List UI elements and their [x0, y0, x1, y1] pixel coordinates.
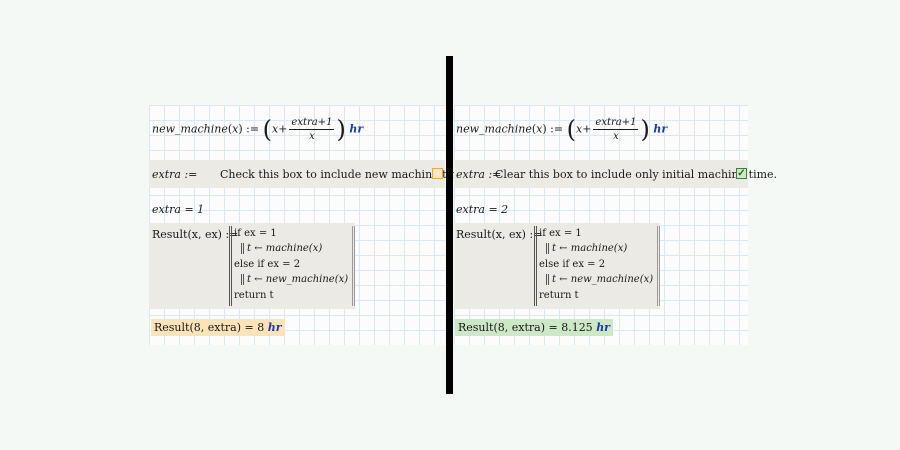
result-evaluation[interactable]: Result(8, extra) = 8 hr [151, 319, 285, 336]
program-line: if ex = 1 [539, 228, 582, 239]
result-program[interactable]: Result(x, ex) := if ex = 1 t ← machine(x… [149, 223, 355, 309]
program-line: t ← new_machine(x) [546, 274, 653, 285]
program-line: t ← machine(x) [546, 243, 627, 254]
program-line: else if ex = 2 [539, 259, 606, 270]
unit-hr: hr [349, 122, 364, 136]
extra-checkbox-region: extra := Clear this box to include only … [454, 160, 777, 188]
function-arg: x [536, 122, 543, 136]
extra-checkbox-region: extra := Check this box to include new m… [149, 160, 471, 188]
extra-label: extra := [456, 168, 502, 181]
define-operator: := [246, 122, 260, 136]
checkbox-message: Clear this box to include only initial m… [495, 168, 778, 181]
program-line: return t [234, 290, 274, 301]
plus-sign: + [582, 122, 592, 136]
include-initial-only-checkbox[interactable]: ✓ [736, 168, 747, 179]
unit-hr: hr [653, 122, 668, 136]
extra-value: extra = 1 [152, 203, 205, 216]
extra-label: extra := [152, 168, 198, 181]
result-text: Result(8, extra) = 8 [154, 321, 265, 334]
program-line: t ← machine(x) [241, 243, 322, 254]
program-body: if ex = 1 t ← machine(x) else if ex = 2 … [534, 226, 660, 306]
divider-bar [446, 56, 453, 394]
var-x: x [271, 122, 279, 136]
fraction-numerator: extra+1 [593, 117, 639, 130]
result-unit: hr [596, 321, 610, 334]
result-evaluation[interactable]: Result(8, extra) = 8.125 hr [455, 319, 613, 336]
program-line: return t [539, 290, 579, 301]
function-arg: x [232, 122, 239, 136]
result-unit: hr [267, 321, 282, 334]
fraction-denominator: x [613, 131, 619, 142]
program-line: t ← new_machine(x) [241, 274, 348, 285]
fraction-denominator: x [309, 131, 315, 142]
program-body: if ex = 1 t ← machine(x) else if ex = 2 … [229, 226, 355, 306]
var-x: x [575, 122, 583, 136]
function-name: new_machine [456, 122, 532, 136]
program-line: if ex = 1 [234, 228, 277, 239]
program-line: else if ex = 2 [234, 259, 301, 270]
result-text: Result(8, extra) = 8.125 [458, 321, 593, 334]
extra-value: extra = 2 [456, 203, 509, 216]
program-header: Result(x, ex) := [456, 228, 543, 241]
fraction-numerator: extra+1 [289, 117, 335, 130]
define-operator: := [550, 122, 564, 136]
function-name: new_machine [152, 122, 228, 136]
program-header: Result(x, ex) := [152, 228, 239, 241]
include-new-machine-checkbox[interactable] [432, 168, 443, 179]
result-program[interactable]: Result(x, ex) := if ex = 1 t ← machine(x… [454, 223, 660, 309]
checkbox-message: Check this box to include new machine ti… [220, 168, 471, 181]
plus-sign: + [278, 122, 288, 136]
